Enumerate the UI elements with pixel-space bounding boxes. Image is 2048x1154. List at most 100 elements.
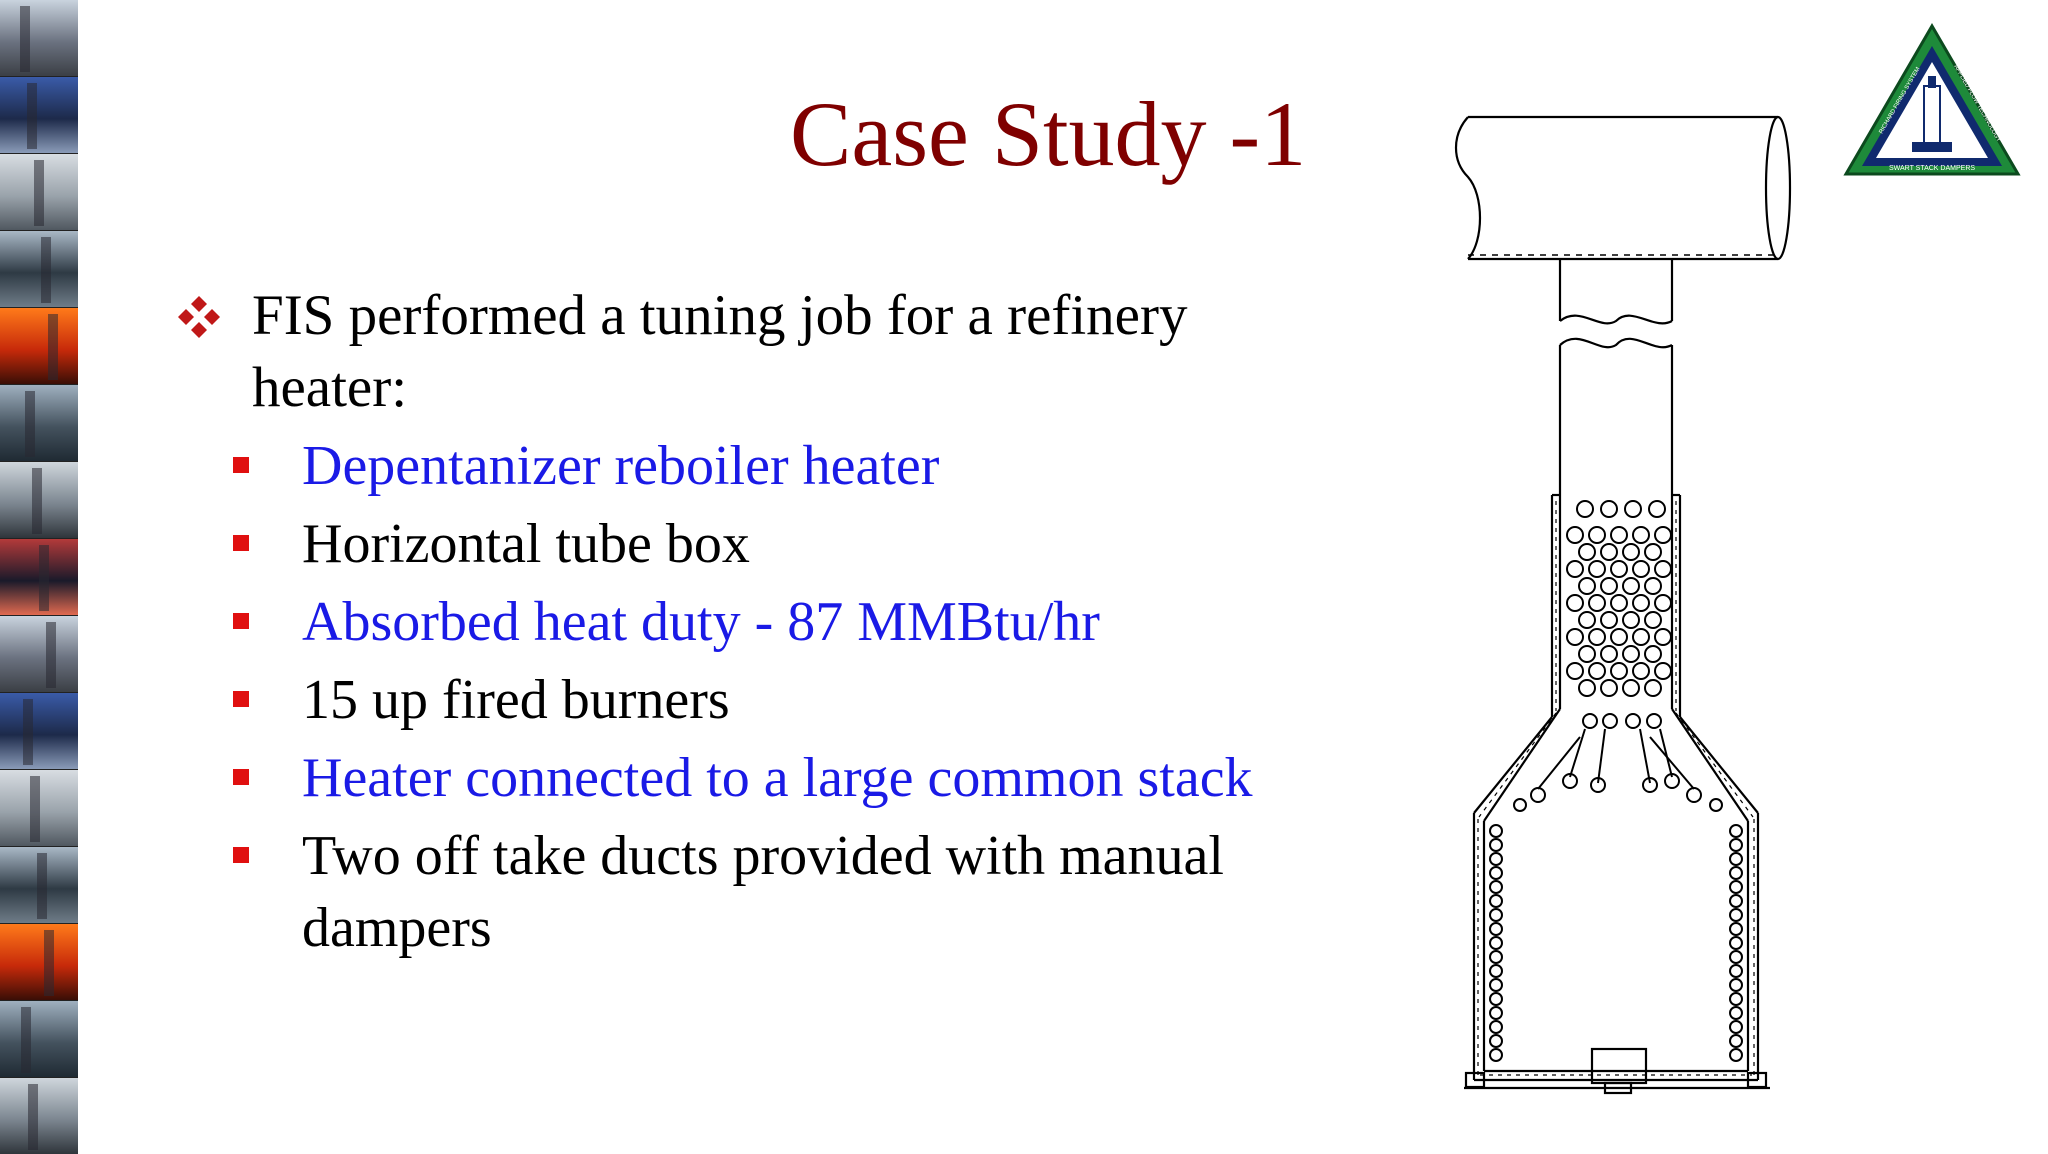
heater-tube bbox=[1648, 500, 1666, 518]
side-photo-tile bbox=[0, 616, 78, 692]
main-bullet-item: FIS performed a tuning job for a refiner… bbox=[176, 280, 1356, 424]
heater-tube bbox=[1566, 594, 1584, 612]
sub-bullet-item: Absorbed heat duty - 87 MMBtu/hr bbox=[176, 586, 1356, 658]
heater-tube bbox=[1562, 773, 1578, 789]
heater-tube bbox=[1729, 978, 1743, 992]
heater-tube bbox=[1530, 787, 1546, 803]
heater-tube bbox=[1588, 594, 1606, 612]
heater-tube bbox=[1582, 713, 1598, 729]
heater-tube bbox=[1513, 798, 1527, 812]
side-photo-tile bbox=[0, 154, 78, 230]
heater-tube bbox=[1729, 922, 1743, 936]
heater-tube bbox=[1644, 645, 1662, 663]
heater-tube bbox=[1729, 992, 1743, 1006]
heater-tube bbox=[1622, 543, 1640, 561]
heater-tube bbox=[1729, 1006, 1743, 1020]
heater-tube bbox=[1489, 908, 1503, 922]
heater-tube bbox=[1578, 577, 1596, 595]
heater-tube bbox=[1709, 798, 1723, 812]
heater-tube bbox=[1588, 560, 1606, 578]
heater-tube bbox=[1600, 577, 1618, 595]
tube-hanger bbox=[1597, 728, 1606, 784]
heater-tube bbox=[1729, 964, 1743, 978]
heater-tube bbox=[1622, 645, 1640, 663]
sub-bullet-text: 15 up fired burners bbox=[302, 669, 730, 731]
heater-tube bbox=[1578, 611, 1596, 629]
sub-bullet-text: Heater connected to a large common stack bbox=[302, 747, 1253, 809]
heater-tube bbox=[1489, 1034, 1503, 1048]
side-photo-tile bbox=[0, 539, 78, 615]
heater-tube bbox=[1729, 824, 1743, 838]
tube-hanger bbox=[1659, 728, 1673, 778]
heater-tube bbox=[1489, 950, 1503, 964]
heater-tube bbox=[1646, 713, 1662, 729]
heater-tube bbox=[1622, 577, 1640, 595]
square-bullet-icon bbox=[233, 457, 249, 473]
heater-tube bbox=[1600, 679, 1618, 697]
heater-tube bbox=[1654, 560, 1672, 578]
side-photo-strip bbox=[0, 0, 78, 1154]
heater-tube bbox=[1489, 1020, 1503, 1034]
heater-tube bbox=[1489, 866, 1503, 880]
heater-tube bbox=[1566, 560, 1584, 578]
sub-bullet-text: Absorbed heat duty - 87 MMBtu/hr bbox=[302, 591, 1100, 653]
heater-tube bbox=[1654, 662, 1672, 680]
sub-bullet-item: Two off take ducts provided with manual … bbox=[176, 820, 1356, 964]
logo-bottom-text: SWART STACK DAMPERS bbox=[1889, 165, 1975, 172]
heater-tube bbox=[1729, 1048, 1743, 1062]
heater-tube bbox=[1624, 500, 1642, 518]
heater-tube bbox=[1566, 526, 1584, 544]
heater-tube bbox=[1578, 679, 1596, 697]
heater-tube bbox=[1600, 611, 1618, 629]
tube-hanger bbox=[1537, 736, 1581, 790]
heater-tube bbox=[1729, 908, 1743, 922]
heater-tube bbox=[1602, 713, 1618, 729]
heater-tube bbox=[1489, 838, 1503, 852]
heater-tube bbox=[1686, 787, 1702, 803]
heater-tube bbox=[1622, 611, 1640, 629]
four-diamond-bullet-icon bbox=[178, 296, 220, 338]
side-photo-tile bbox=[0, 385, 78, 461]
square-bullet-icon bbox=[233, 769, 249, 785]
square-bullet-icon bbox=[233, 613, 249, 629]
sub-bullet-item: Heater connected to a large common stack bbox=[176, 742, 1356, 814]
heater-tube bbox=[1588, 526, 1606, 544]
company-logo: SWART STACK DAMPERS RICHARD FIRING SYSTE… bbox=[1843, 23, 2021, 176]
heater-tube bbox=[1578, 543, 1596, 561]
heater-tube bbox=[1654, 594, 1672, 612]
heater-tube bbox=[1590, 777, 1606, 793]
heater-tube bbox=[1644, 679, 1662, 697]
heater-tube bbox=[1729, 936, 1743, 950]
main-bullet-text: FIS performed a tuning job for a refiner… bbox=[252, 284, 1188, 419]
square-bullet-icon bbox=[233, 847, 249, 863]
heater-tube bbox=[1610, 526, 1628, 544]
heater-tube bbox=[1489, 894, 1503, 908]
sub-bullet-item: 15 up fired burners bbox=[176, 664, 1356, 736]
heater-tube bbox=[1566, 628, 1584, 646]
slide-content: FIS performed a tuning job for a refiner… bbox=[176, 280, 1356, 970]
side-photo-tile bbox=[0, 0, 78, 76]
heater-tube bbox=[1654, 526, 1672, 544]
heater-tube bbox=[1729, 1034, 1743, 1048]
heater-tube bbox=[1600, 500, 1618, 518]
side-photo-tile bbox=[0, 231, 78, 307]
heater-tube bbox=[1625, 713, 1641, 729]
heater-tube bbox=[1729, 880, 1743, 894]
heater-tube bbox=[1729, 866, 1743, 880]
heater-tube bbox=[1489, 824, 1503, 838]
heater-diagram bbox=[1455, 115, 1792, 1095]
heater-tube bbox=[1489, 992, 1503, 1006]
heater-tube bbox=[1566, 662, 1584, 680]
heater-tube bbox=[1644, 577, 1662, 595]
heater-tube bbox=[1610, 594, 1628, 612]
sub-bullet-text: Horizontal tube box bbox=[302, 513, 750, 575]
side-photo-tile bbox=[0, 77, 78, 153]
tube-hanger bbox=[1649, 736, 1695, 790]
heater-tube bbox=[1622, 679, 1640, 697]
heater-tube bbox=[1610, 560, 1628, 578]
side-photo-tile bbox=[0, 462, 78, 538]
sub-bullet-text: Two off take ducts provided with manual … bbox=[302, 825, 1224, 959]
heater-tube bbox=[1600, 645, 1618, 663]
heater-tube bbox=[1489, 978, 1503, 992]
sub-bullet-list: Depentanizer reboiler heater Horizontal … bbox=[176, 430, 1356, 964]
